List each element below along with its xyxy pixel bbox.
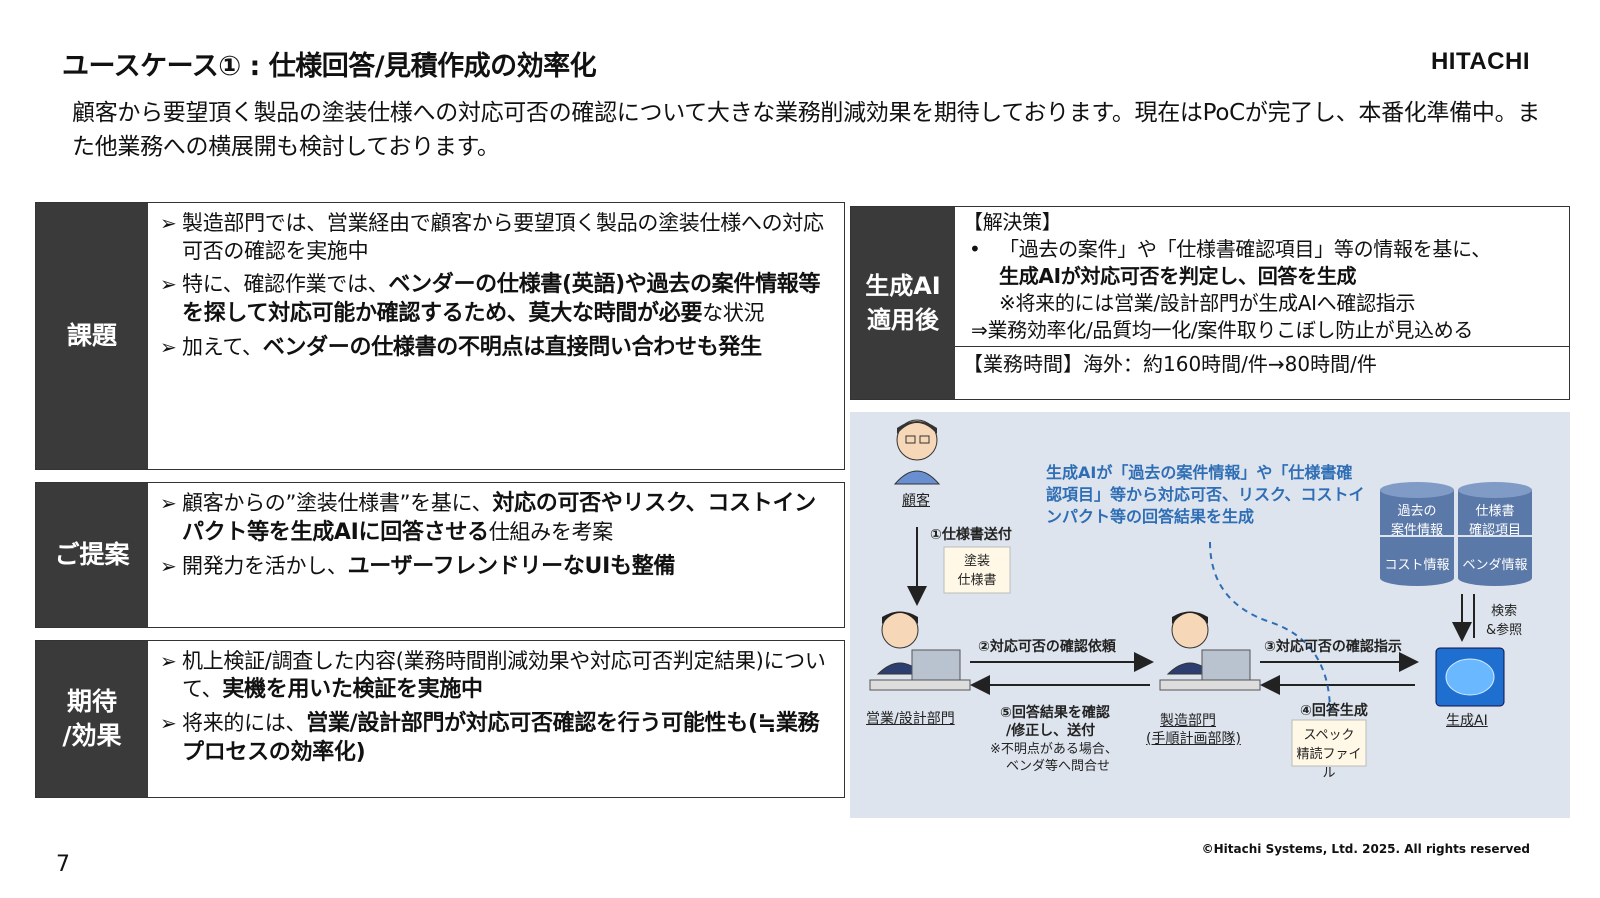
customer-label: 顧客 bbox=[902, 493, 930, 509]
step5-label-a: ⑤回答結果を確認 bbox=[1000, 705, 1110, 721]
sales-label: 営業/設計部門 bbox=[866, 711, 955, 727]
expectation-item-2: ➢将来的には、営業/設計部門が対応可否確認を行う可能性も(≒業務プロセスの効率化… bbox=[160, 711, 820, 765]
step5-label-c: ※不明点がある場合、 bbox=[990, 742, 1118, 757]
solution-bullet: • 「過去の案件」や「仕様書確認項目」等の情報を基に、生成AIが対応可否を判定し… bbox=[969, 237, 1491, 315]
ai-label: 生成AI bbox=[1446, 713, 1488, 729]
copyright: ©Hitachi Systems, Ltd. 2025. All rights … bbox=[1201, 842, 1530, 856]
issue-row: 課題 ➢製造部門では、営業経由で顧客から要望頂く製品の塗装仕様への対応可否の確認… bbox=[35, 202, 845, 470]
mfg-label-1: 製造部門 bbox=[1160, 713, 1216, 729]
process-diagram: 顧客 ①仕様書送付 塗装 仕様書 営業/設計部門 ②対応可否の確認依頼 ⑤回答結… bbox=[850, 412, 1570, 818]
step2-label: ②対応可否の確認依頼 bbox=[978, 639, 1116, 655]
issue-item-3: ➢加えて、ベンダーの仕様書の不明点は直接問い合わせも発生 bbox=[160, 335, 762, 360]
step5-label-d: ベンダ等へ問合せ bbox=[1006, 759, 1111, 774]
expectation-item-1: ➢机上検証/調査した内容(業務時間削減効果や対応可否判定結果)について、実機を用… bbox=[160, 649, 826, 702]
proposal-row: ご提案 ➢顧客からの”塗装仕様書”を基に、対応の可否やリスク、コストインパクト等… bbox=[35, 482, 845, 628]
search-label: 検索 &参照 bbox=[1486, 604, 1523, 638]
proposal-label: ご提案 bbox=[36, 483, 148, 627]
proposal-item-2: ➢開発力を活かし、ユーザーフレンドリーなUIも整備 bbox=[160, 554, 676, 579]
page-number: 7 bbox=[56, 852, 70, 877]
manufacturing-person-icon bbox=[1159, 611, 1261, 691]
expectation-row: 期待/効果 ➢机上検証/調査した内容(業務時間削減効果や対応可否判定結果)につい… bbox=[35, 640, 845, 798]
solution-heading: 【解決策】 bbox=[963, 210, 1062, 234]
db-past-cases: 過去の 案件情報 bbox=[1390, 504, 1443, 538]
database-icon bbox=[1380, 482, 1532, 586]
step3-label: ③対応可否の確認指示 bbox=[1264, 639, 1402, 655]
mfg-label-2: (手順計画部隊) bbox=[1146, 731, 1241, 747]
solution-effect: ⇒業務効率化/品質均一化/案件取りこぼし防止が見込める bbox=[971, 318, 1474, 342]
issue-label: 課題 bbox=[36, 203, 148, 469]
step4-label: ④回答生成 bbox=[1300, 703, 1368, 719]
hitachi-logo: HITACHI bbox=[1430, 48, 1530, 75]
db-spec-items: 仕様書 確認項目 bbox=[1468, 504, 1521, 538]
intro-text: 顧客から要望頂く製品の塗装仕様への対応可否の確認について大きな業務削減効果を期待… bbox=[72, 100, 1541, 160]
step1-label: ①仕様書送付 bbox=[930, 527, 1012, 543]
step5-label-b: /修正し、送付 bbox=[1006, 723, 1096, 739]
sales-person-icon bbox=[869, 611, 971, 691]
customer-person-icon bbox=[893, 419, 941, 485]
issue-item-2: ➢特に、確認作業では、ベンダーの仕様書(英語)や過去の案件情報等を探して対応可能… bbox=[160, 272, 821, 326]
issue-item-1: ➢製造部門では、営業経由で顧客から要望頂く製品の塗装仕様への対応可否の確認を実施… bbox=[160, 211, 824, 263]
diagram-graphics bbox=[869, 419, 1532, 767]
page-title: ユースケース① : 仕様回答/見積作成の効率化 bbox=[62, 51, 597, 82]
expectation-label: 期待/効果 bbox=[36, 641, 148, 797]
doc1-label: 塗装 仕様書 bbox=[957, 554, 997, 588]
work-time: 【業務時間】海外：約160時間/件→80時間/件 bbox=[963, 352, 1377, 376]
db-vendor-info: ベンダ情報 bbox=[1462, 558, 1528, 573]
doc2-label: スペック 精読ファイル bbox=[1296, 728, 1362, 781]
callout-text: 生成AIが「過去の案件情報」や「仕様書確認項目」等から対応可否、リスク、コストイ… bbox=[1046, 463, 1365, 526]
db-cost-info: コスト情報 bbox=[1384, 558, 1450, 573]
proposal-item-1: ➢顧客からの”塗装仕様書”を基に、対応の可否やリスク、コストインパクト等を生成A… bbox=[160, 491, 816, 545]
